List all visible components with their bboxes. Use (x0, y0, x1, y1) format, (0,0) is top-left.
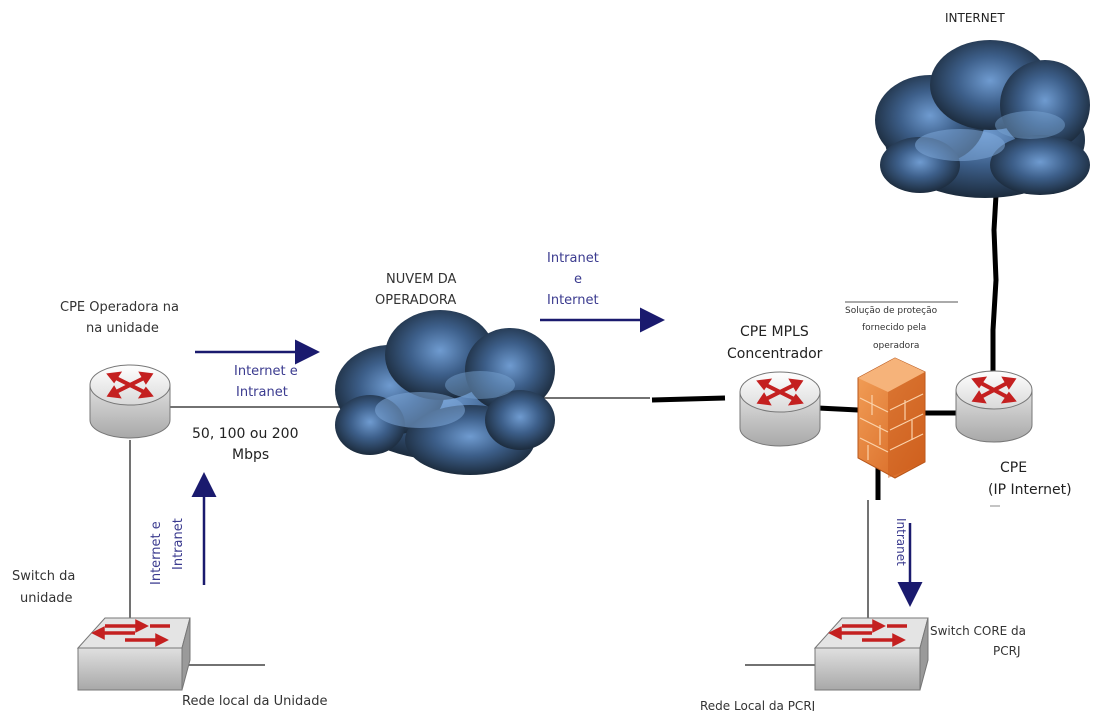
switch-unidade-label-line1: Switch da (12, 569, 75, 584)
intranet-internet-label-line2: e (574, 272, 582, 287)
internet-e-intranet-label-line1: Internet e (234, 364, 298, 379)
link-cpe-to-internet (990, 194, 999, 372)
nuvem-label-line2: OPERADORA (375, 293, 456, 308)
vertical-label-line2: Intranet (171, 518, 186, 570)
internet-title: INTERNET (945, 11, 1005, 25)
speed-label-line2: Mbps (232, 447, 269, 463)
router-internet-icon (955, 370, 1033, 443)
cpe-mpls-label-line2: Concentrador (727, 346, 823, 362)
links (129, 194, 1000, 666)
cloud-operadora-icon (335, 310, 555, 475)
cpe-mpls-label-line1: CPE MPLS (740, 324, 809, 340)
internet-e-intranet-label-line2: Intranet (236, 385, 288, 400)
cloud-internet-icon (875, 40, 1090, 198)
intranet-vertical-label: Intranet (894, 518, 908, 566)
switch-core-label-line2: PCRJ (993, 644, 1021, 658)
switch-core-label-line1: Switch CORE da (930, 624, 1026, 638)
rede-local-pcrj-label: Rede Local da PCRJ (700, 699, 815, 711)
cpe-operadora-label-line1: CPE Operadora na (60, 300, 179, 315)
switch-unidade-label-line2: unidade (20, 591, 73, 606)
solucao-label-line3: operadora (873, 341, 919, 351)
intranet-internet-label-line3: Internet (547, 293, 599, 308)
firewall-icon (857, 357, 926, 479)
solucao-label-line2: fornecido pela (862, 323, 926, 333)
intranet-internet-label-line1: Intranet (547, 251, 599, 266)
speed-label-line1: 50, 100 ou 200 (192, 426, 299, 442)
link-thick-mpls-in (651, 395, 726, 403)
link-mpls-to-firewall (817, 405, 859, 413)
rede-local-unidade-label: Rede local da Unidade (182, 694, 327, 709)
router-left-icon (89, 364, 171, 439)
switch-unidade-icon (76, 617, 191, 691)
switch-core-icon (813, 617, 929, 691)
nuvem-label-line1: NUVEM DA (386, 272, 456, 287)
router-mpls-icon (739, 371, 821, 447)
arrows (191, 307, 923, 607)
solucao-label-line1: Solução de proteção (845, 306, 938, 316)
cpe-internet-label-line2: (IP Internet) (988, 482, 1072, 498)
cpe-operadora-label-line2: na unidade (86, 321, 159, 336)
cpe-internet-label-line1: CPE (1000, 460, 1027, 476)
vertical-label-line1: Internet e (149, 521, 164, 585)
